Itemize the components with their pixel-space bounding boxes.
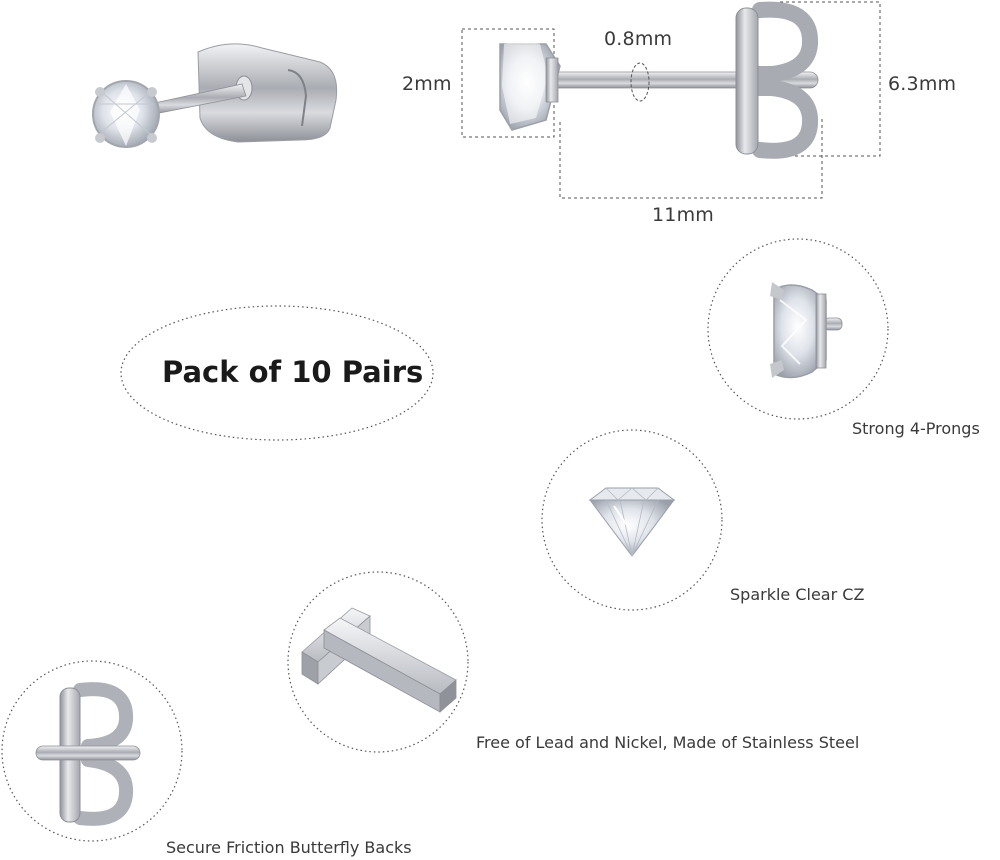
pack-badge-border bbox=[120, 305, 434, 441]
wire-thickness-label: 0.8mm bbox=[604, 28, 673, 50]
earring-perspective-image bbox=[92, 43, 338, 148]
steel-bar-icon bbox=[301, 607, 457, 713]
feature-label-steel: Free of Lead and Nickel, Made of Stainle… bbox=[476, 733, 860, 752]
butterfly-back-icon bbox=[35, 682, 141, 826]
back-height-label: 6.3mm bbox=[888, 73, 957, 95]
cz-gem-icon bbox=[588, 487, 676, 557]
dimension-diagram bbox=[461, 1, 881, 199]
feature-label-backs: Secure Friction Butterfly Backs bbox=[166, 838, 412, 857]
feature-label-prongs: Strong 4-Prongs bbox=[852, 419, 980, 438]
total-length-label: 11mm bbox=[652, 204, 714, 226]
stone-size-label: 2mm bbox=[402, 73, 452, 95]
feature-label-cz: Sparkle Clear CZ bbox=[730, 585, 865, 604]
pack-quantity-label: Pack of 10 Pairs bbox=[162, 355, 424, 389]
prong-setting-icon bbox=[770, 282, 843, 379]
